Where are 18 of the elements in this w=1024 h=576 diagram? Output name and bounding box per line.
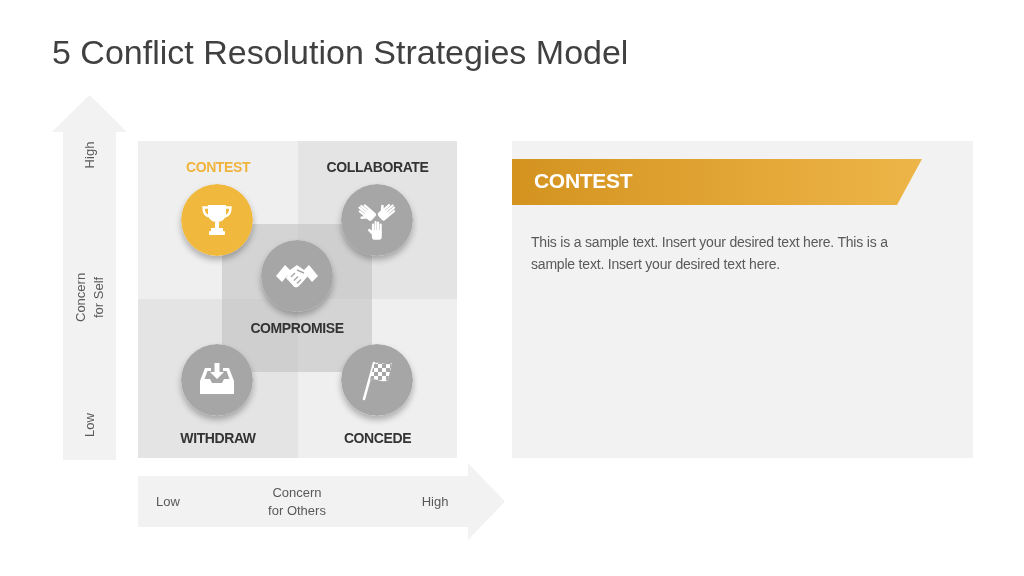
- axis-label: High: [421, 493, 449, 511]
- quadrant-label: WITHDRAW: [180, 430, 256, 446]
- axis-label: Concern for Others: [267, 484, 327, 520]
- matrix-quadrant: [138, 141, 298, 299]
- body-text: This is a sample text. Insert your desired text here. This is a sample text. Insert your desired text here.: [531, 233, 889, 274]
- quadrant-label: COMPROMISE: [250, 320, 344, 336]
- quadrant-label: CONCEDE: [343, 430, 412, 446]
- title: 5 Conflict Resolution Strategies Model: [52, 33, 629, 72]
- quadrant-label: COLLABORATE: [326, 159, 429, 175]
- axis-label: Low: [81, 413, 98, 437]
- axis-label: High: [81, 141, 98, 169]
- heading-banner: [512, 159, 922, 205]
- quadrant-label: CONTEST: [185, 159, 251, 175]
- text-panel: [512, 141, 973, 458]
- matrix-quadrant: [298, 141, 457, 299]
- banner-heading: CONTEST: [534, 169, 633, 193]
- axis-label: Concern for Self: [72, 271, 107, 324]
- axis-label: Low: [156, 493, 180, 511]
